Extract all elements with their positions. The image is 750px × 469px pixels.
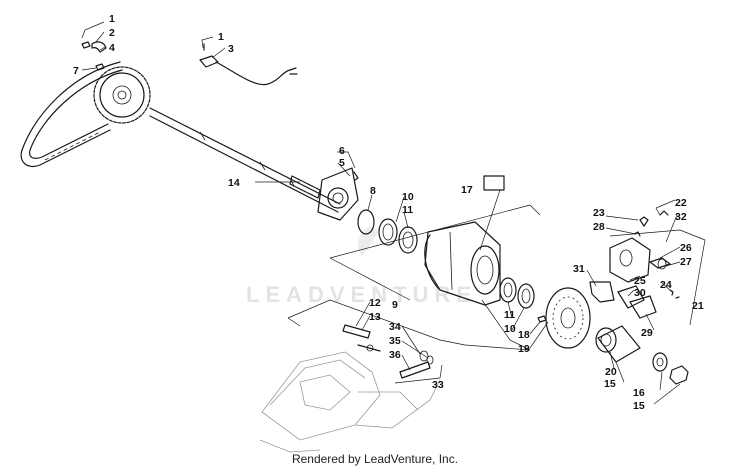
callout-15a: 15 — [604, 378, 616, 390]
callout-11a: 11 — [402, 204, 413, 216]
callout-34: 34 — [389, 321, 401, 333]
callout-3: 3 — [228, 43, 234, 55]
bearing-set-right — [499, 277, 535, 309]
axle-shaft — [149, 107, 341, 213]
brake-caliper — [609, 237, 671, 283]
callout-6: 6 — [339, 145, 345, 157]
caliper-hardware — [633, 210, 680, 299]
frame-outline — [259, 351, 441, 453]
sprocket — [93, 66, 151, 124]
callout-10a: 10 — [402, 191, 414, 203]
group-bracket-lines — [287, 204, 706, 384]
hub — [595, 325, 641, 363]
callout-13: 13 — [369, 311, 381, 323]
washer-and-nut — [652, 352, 689, 385]
callout-31: 31 — [573, 263, 585, 275]
callout-15b: 15 — [633, 400, 645, 412]
callout-1a: 1 — [109, 13, 115, 25]
callout-17: 17 — [461, 184, 473, 196]
bearing-housing — [424, 221, 501, 306]
callout-36: 36 — [389, 349, 401, 361]
speed-sensor-harness — [199, 43, 298, 86]
callout-12: 12 — [369, 297, 381, 309]
callout-14: 14 — [228, 177, 240, 189]
watermark-logo: LEADVENTURE — [246, 227, 477, 307]
callout-16: 16 — [633, 387, 645, 399]
mount-bolts — [342, 324, 381, 352]
callout-32: 32 — [675, 211, 687, 223]
callout-26: 26 — [680, 242, 692, 254]
callout-19: 19 — [518, 343, 530, 355]
brake-pads — [617, 285, 657, 319]
footer-credit: Rendered by LeadVenture, Inc. — [292, 452, 458, 466]
brake-disc — [545, 287, 591, 349]
callout-5: 5 — [339, 157, 345, 169]
adjuster-bolt — [399, 350, 434, 379]
callout-22: 22 — [675, 197, 687, 209]
callout-24: 24 — [660, 279, 672, 291]
callout-leaders — [81, 21, 681, 405]
bolt-and-clip — [81, 41, 107, 71]
callout-25: 25 — [634, 275, 646, 287]
callout-23: 23 — [593, 207, 605, 219]
callout-1b: 1 — [218, 31, 224, 43]
callout-33: 33 — [432, 379, 444, 391]
callout-29: 29 — [641, 327, 653, 339]
watermark-text: LEADVENTURE — [246, 282, 477, 307]
callout-7: 7 — [73, 65, 79, 77]
disc-screw — [537, 315, 547, 323]
callout-28: 28 — [593, 221, 605, 233]
callout-35: 35 — [389, 335, 401, 347]
callout-18: 18 — [518, 329, 530, 341]
callout-2: 2 — [109, 27, 115, 39]
callout-11b: 11 — [504, 309, 515, 321]
caliper-bracket — [589, 281, 615, 303]
callout-20: 20 — [605, 366, 617, 378]
warning-label — [483, 175, 505, 191]
callout-30: 30 — [634, 287, 646, 299]
callout-27: 27 — [680, 256, 692, 268]
callout-labels: 1 2 4 7 1 3 14 6 5 8 10 11 17 9 12 13 34… — [73, 13, 704, 412]
callout-21: 21 — [692, 300, 704, 312]
callout-10b: 10 — [504, 323, 516, 335]
drive-chain — [20, 61, 123, 168]
callout-4: 4 — [109, 42, 115, 54]
bearing-flange — [317, 167, 359, 221]
callout-8: 8 — [370, 185, 376, 197]
callout-9: 9 — [392, 299, 398, 311]
